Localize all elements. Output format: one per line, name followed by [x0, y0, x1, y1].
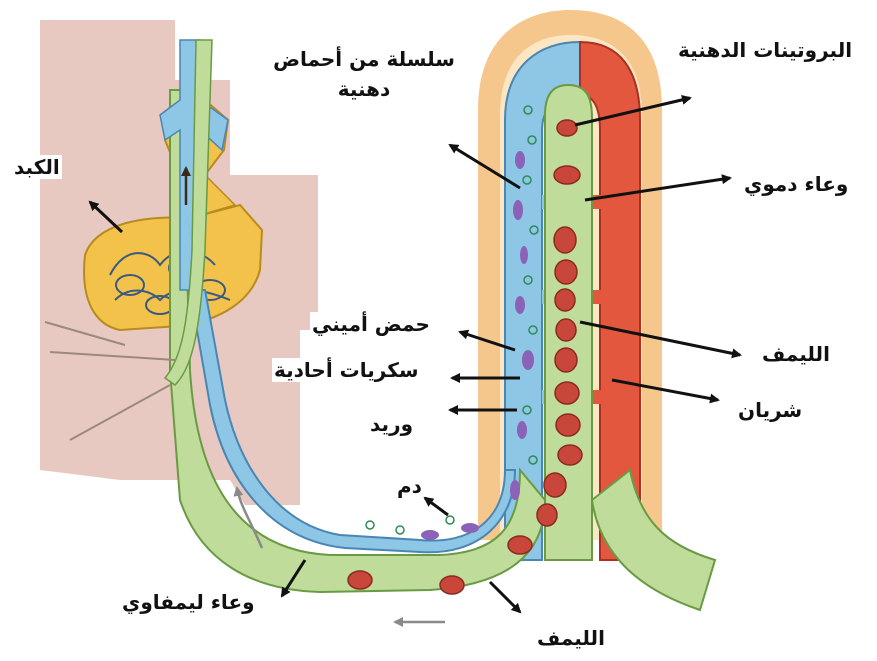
label-lymph-upper: الليمف — [760, 342, 832, 366]
label-monosaccharides: سكريات أحادية — [272, 358, 421, 382]
label-blood: دم — [395, 474, 424, 498]
label-blood-vessel: وعاء دموي — [742, 172, 850, 196]
label-liver: الكبد — [12, 155, 62, 179]
label-artery: شريان — [736, 398, 804, 422]
label-amino-acid: حمض أميني — [310, 312, 432, 336]
label-vein: وريد — [368, 412, 415, 436]
label-lymph-lower: الليمف — [535, 626, 607, 650]
label-lymph-vessel: وعاء ليمفاوي — [120, 590, 257, 614]
label-fatty-acid-chain: سلسلة من أحماض دهنية — [262, 44, 466, 104]
label-lipoproteins: البروتينات الدهنية — [676, 38, 854, 62]
